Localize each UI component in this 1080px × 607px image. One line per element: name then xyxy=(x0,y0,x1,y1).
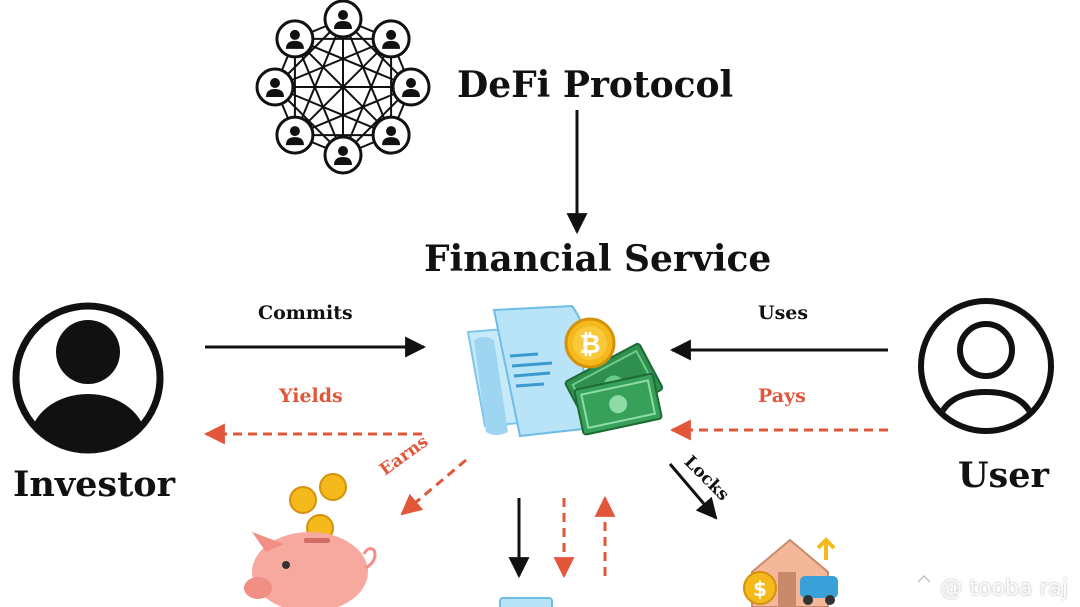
diagram-title: DeFi Protocol xyxy=(457,64,734,106)
user-label: User xyxy=(958,455,1049,496)
network-link xyxy=(293,38,344,156)
network-node xyxy=(391,67,431,107)
user-icon xyxy=(918,298,1054,434)
network-node xyxy=(275,115,315,155)
network-link xyxy=(294,37,412,88)
network-node xyxy=(371,19,411,59)
uses-label: Uses xyxy=(758,302,809,324)
earns-arrow xyxy=(400,458,467,516)
svg-text:$: $ xyxy=(753,577,767,601)
piggy-bank-icon xyxy=(244,473,377,607)
network-node xyxy=(323,135,363,175)
document-icon xyxy=(499,597,553,607)
financial-service-icon: ₿ xyxy=(466,304,664,438)
watermark-text: @ tooba raj xyxy=(940,576,1068,601)
svg-text:₿: ₿ xyxy=(579,330,600,360)
investor-icon xyxy=(12,302,164,454)
network-node xyxy=(255,67,295,107)
network-link xyxy=(294,38,392,136)
yields-label: Yields xyxy=(279,385,343,407)
investor-label: Investor xyxy=(13,464,176,505)
commits-label: Commits xyxy=(258,302,353,324)
locks-arrow xyxy=(668,463,718,520)
network-node xyxy=(275,19,315,59)
network-node xyxy=(371,115,411,155)
network-node xyxy=(323,0,363,39)
pays-label: Pays xyxy=(758,385,806,407)
collateral-icon: $ xyxy=(743,537,838,607)
service-label: Financial Service xyxy=(424,238,772,280)
network-nodes-icon xyxy=(255,0,431,175)
diamond-logo-icon xyxy=(912,570,936,594)
